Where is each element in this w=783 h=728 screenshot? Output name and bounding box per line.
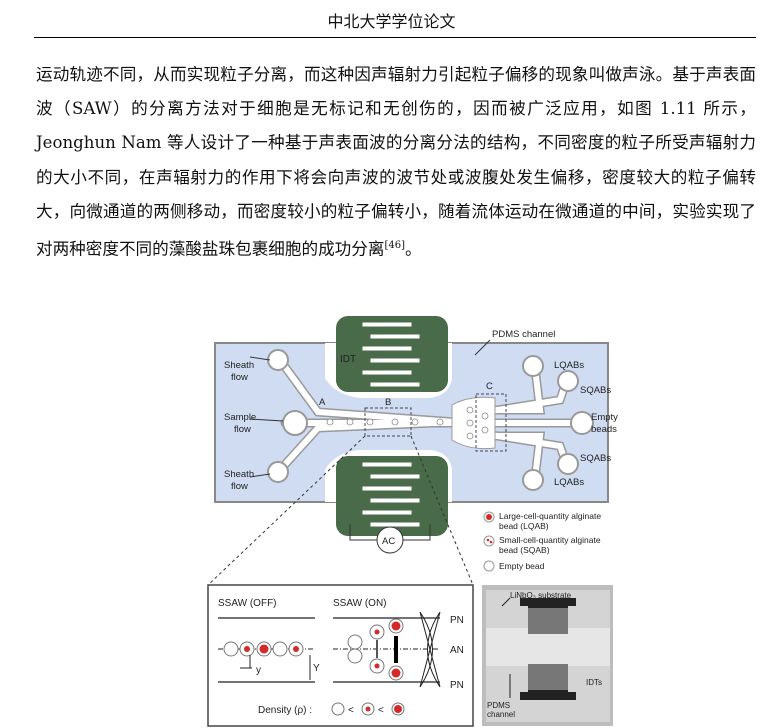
citation: [46] — [384, 240, 405, 252]
legend-empty: Empty bead — [499, 561, 545, 571]
label-photo-channel: channel — [487, 710, 515, 719]
legend-sqab-2: bead (SQAB) — [499, 545, 550, 555]
label-sample: Sample — [224, 412, 256, 423]
device-photo: LiNbO₃ substrate IDTs PDMS channel — [482, 585, 613, 726]
label-lqab-bottom: LQABs — [554, 477, 584, 488]
label-idt: IDT — [340, 354, 356, 365]
legend-lqab: Large-cell-quantity alginate — [499, 511, 601, 521]
ssaw-inset: SSAW (OFF) SSAW (ON) y Y PN AN PN Densit… — [207, 584, 474, 727]
label-c: C — [486, 381, 493, 392]
label-an: AN — [450, 645, 464, 656]
label-sheath-top-flow: flow — [231, 372, 248, 383]
label-b: B — [385, 397, 391, 408]
legend: Large-cell-quantity alginate bead (LQAB)… — [483, 511, 601, 572]
label-sqab-bottom: SQABs — [580, 453, 611, 464]
label-pdms: PDMS channel — [492, 329, 555, 340]
figure-labels: IDT PDMS channel Sheath flow Sample flow… — [224, 329, 618, 547]
label-substrate: LiNbO₃ substrate — [510, 591, 572, 600]
label-sample-flow: flow — [234, 424, 251, 435]
figure-1-11: IDT PDMS channel Sheath flow Sample flow… — [207, 316, 618, 727]
label-empty-beads: beads — [591, 424, 617, 435]
device-schematic — [207, 316, 609, 586]
page-header: 中北大学学位论文 — [327, 12, 456, 31]
label-sheath-top: Sheath — [224, 360, 254, 371]
label-sqab-top: SQABs — [580, 385, 611, 396]
label-sheath-bottom: Sheath — [224, 469, 254, 480]
label-y-big: Y — [313, 663, 320, 674]
label-photo-pdms: PDMS — [487, 701, 510, 710]
less-than-1: < — [348, 705, 354, 716]
label-a: A — [319, 397, 326, 408]
less-than-2: < — [378, 705, 384, 716]
label-ssaw-on: SSAW (ON) — [333, 598, 387, 609]
label-sheath-bottom-flow: flow — [231, 481, 248, 492]
paragraph-text: 运动轨迹不同，从而实现粒子分离，而这种因声辐射力引起粒子偏移的现象叫做声泳。基于… — [36, 65, 756, 259]
body-paragraph: 运动轨迹不同，从而实现粒子分离，而这种因声辐射力引起粒子偏移的现象叫做声泳。基于… — [36, 58, 756, 267]
label-empty: Empty — [591, 412, 618, 423]
label-pn-top: PN — [450, 615, 464, 626]
label-density: Density (ρ) : — [258, 705, 312, 716]
header-rule — [34, 37, 756, 38]
label-lqab-top: LQABs — [554, 360, 584, 371]
legend-lqab-2: bead (LQAB) — [499, 521, 549, 531]
label-idts: IDTs — [586, 678, 602, 687]
legend-sqab: Small-cell-quantity alginate — [499, 535, 601, 545]
paragraph-end: 。 — [405, 239, 422, 259]
label-y-small: y — [256, 665, 261, 676]
label-pn-bottom: PN — [450, 680, 464, 691]
label-ssaw-off: SSAW (OFF) — [218, 598, 277, 609]
label-ac: AC — [382, 536, 395, 547]
